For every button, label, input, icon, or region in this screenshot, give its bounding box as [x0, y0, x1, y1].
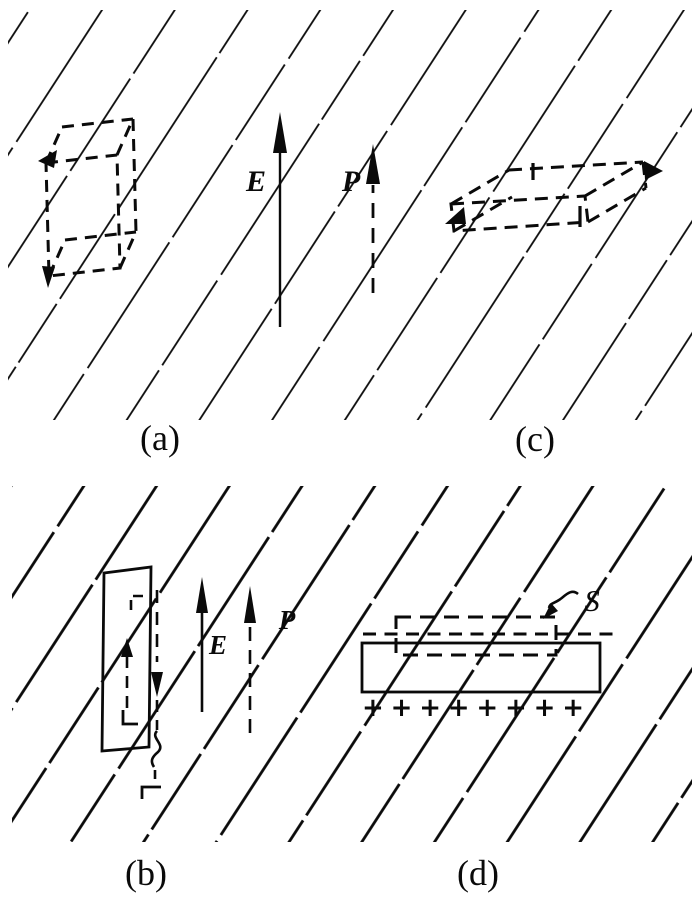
hatch-region-top	[8, 10, 692, 420]
box-a-right-face	[118, 118, 138, 269]
panel-c-label: (c)	[515, 419, 555, 459]
positive-charge-row: + + + + + + + +	[362, 693, 584, 723]
gaussian-contour-b-squiggle	[150, 730, 162, 768]
s-label: S	[584, 583, 600, 618]
panel-b-label: (b)	[125, 853, 167, 893]
gaussian-contour-b-top-bracket	[129, 594, 149, 610]
cavity-d: + + + + + + + +	[360, 590, 614, 723]
box-c-top-face	[450, 160, 644, 206]
e-label-top: E	[245, 165, 266, 198]
e-arrowhead-top-icon	[273, 112, 287, 153]
cavity-b-outline	[100, 565, 153, 753]
p-arrow-b	[244, 586, 256, 733]
box-c-right-arrowhead-icon	[644, 161, 663, 180]
panel-a-label: (a)	[140, 418, 180, 458]
gaussian-pillbox-d	[394, 615, 558, 657]
hatch-region-bottom	[12, 486, 692, 842]
box-a-left-arrowhead-icon	[38, 150, 57, 168]
box-c-bottom-edge	[453, 195, 513, 233]
p-arrow-top	[366, 144, 380, 293]
p-label-top: P	[341, 165, 361, 198]
box-c-right-face	[587, 161, 648, 224]
e-arrow-top	[273, 112, 287, 327]
p-arrowhead-top-icon	[366, 144, 380, 184]
p-label-b: P	[278, 605, 296, 635]
s-callout-arrowhead-icon	[543, 603, 558, 619]
gaussian-contour-b-down-arrowhead-icon	[151, 672, 163, 697]
e-arrowhead-b-icon	[196, 577, 208, 613]
cavity-b	[100, 565, 163, 799]
cavity-b-inner-bracket	[121, 710, 138, 726]
e-label-b: E	[208, 630, 227, 660]
box-c-left-arrowhead-icon	[445, 207, 466, 224]
cavity-b-inner-arrowhead-icon	[121, 638, 133, 657]
e-arrow-b	[196, 577, 208, 712]
panel-d-label: (d)	[457, 853, 499, 893]
gaussian-contour-b-bottom-bracket	[140, 785, 161, 799]
cavity-d-outline	[360, 641, 602, 694]
p-arrowhead-b-icon	[244, 586, 256, 623]
box-a-down-arrowhead-icon	[42, 266, 55, 288]
